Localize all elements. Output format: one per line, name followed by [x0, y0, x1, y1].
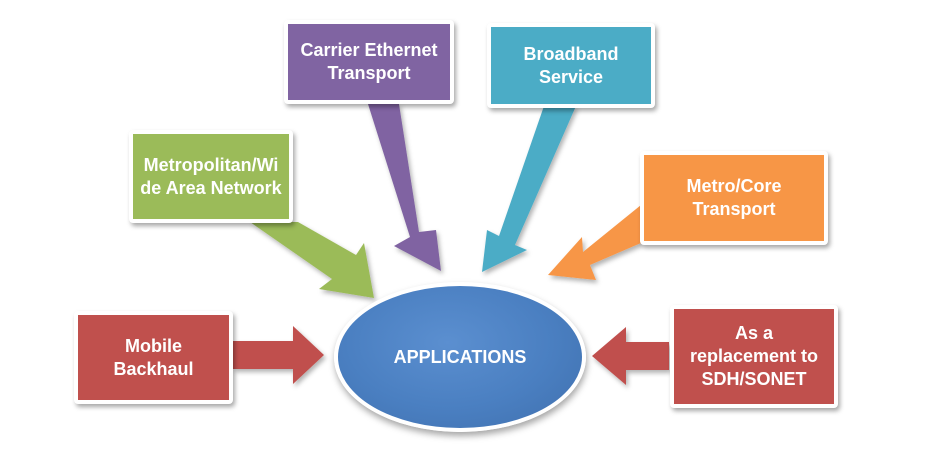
broadband-label: Broadband Service — [523, 43, 619, 87]
arrow-metro-wide — [250, 222, 374, 298]
metro-core-node[interactable]: Metro/Core Transport — [640, 151, 828, 245]
arrow-carrier-ethernet — [368, 104, 441, 271]
arrow-mobile-backhaul — [233, 326, 324, 384]
metro-core-label: Metro/Core Transport — [686, 176, 782, 219]
carrier-ethernet-node[interactable]: Carrier Ethernet Transport — [284, 20, 454, 104]
carrier-ethernet-label: Carrier Ethernet Transport — [300, 40, 438, 83]
applications-label: APPLICATIONS — [393, 346, 527, 367]
sdh-replacement-node[interactable]: As a replacement to SDH/SONET — [670, 305, 838, 408]
arrow-metro-core — [548, 205, 641, 280]
mobile-backhaul-label: Mobile Backhaul — [113, 335, 194, 379]
arrow-sdh-replacement — [592, 327, 669, 385]
broadband-node[interactable]: Broadband Service — [487, 23, 655, 108]
arrow-broadband — [482, 106, 576, 272]
applications-hub[interactable]: APPLICATIONS — [334, 282, 586, 432]
metro-wide-area-node[interactable]: Metropolitan/Wi de Area Network — [129, 130, 293, 223]
metro-wide-area-label: Metropolitan/Wi de Area Network — [140, 154, 282, 198]
mobile-backhaul-node[interactable]: Mobile Backhaul — [74, 311, 233, 404]
sdh-replacement-label: As a replacement to SDH/SONET — [689, 323, 819, 389]
